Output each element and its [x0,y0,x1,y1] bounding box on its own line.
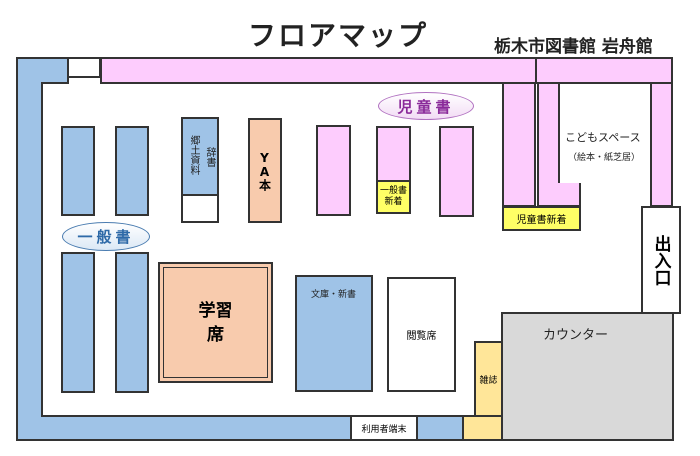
wall-shelf-bottom [16,415,352,441]
children-shelf-top [100,57,537,84]
general-new-shelf: 一般書新着 [376,180,411,214]
magazines-label: 雑誌 [479,375,498,386]
counter: カウンター [501,312,674,441]
wall-join [18,59,41,84]
general-shelf-1 [61,126,95,216]
entrance[interactable]: 出入口 [641,206,681,314]
magazine-shelf: 雑誌 [474,341,503,417]
reading-seats-label: 閲覧席 [406,331,437,342]
ya-label: YA本 [257,150,272,191]
children-shelf-v3 [650,82,673,207]
local-materials-label: 郷土資料 [188,135,199,175]
general-shelf-3 [61,252,95,393]
user-terminal-label: 利用者端末 [361,424,407,435]
bunko-shelf: 文庫・新書 [295,275,373,392]
gap-box [67,57,101,78]
magazine-shelf-bottom [462,415,503,441]
ya-shelf: YA本 [248,118,282,223]
shelf-join [539,180,558,186]
local-materials-shelf: 郷土資料 辞書 [181,117,219,196]
children-new-shelf: 児童書新着 [502,206,581,231]
study-seats-label: 学習席 [198,300,233,345]
page-title: フロアマップ [248,19,429,52]
children-shelf-v2-foot [537,183,581,207]
general-shelf-2 [115,126,149,216]
entrance-label: 出入口 [650,234,671,286]
general-new-label: 一般書新着 [379,186,407,207]
counter-label: カウンター [543,328,609,343]
kids-space-sub: （絵本・紙芝居） [568,153,641,163]
wall-join-bottom [18,412,41,418]
children-shelf-2 [376,126,411,182]
kids-space-label: こどもスペース [565,131,641,144]
reading-seats: 閲覧席 [387,277,456,392]
bunko-label: 文庫・新書 [311,290,357,300]
children-shelf-v1 [502,82,536,207]
user-terminal[interactable]: 利用者端末 [350,415,418,441]
children-shelf-top-right [535,57,673,84]
children-shelf-1 [316,125,351,216]
children-shelf-3 [439,126,474,217]
local-shelf-empty [181,194,219,223]
general-shelf-4 [115,252,149,393]
wall-shelf-bottom-2 [416,415,464,441]
dictionaries-label: 辞書 [204,147,215,167]
wall-shelf-left [16,57,43,441]
general-books-label: 一般書 [62,222,150,251]
children-books-label: 児童書 [378,92,474,120]
children-new-label: 児童書新着 [516,215,567,226]
study-seats: 学習席 [158,262,273,383]
library-name: 栃木市図書館 岩舟館 [494,37,653,57]
